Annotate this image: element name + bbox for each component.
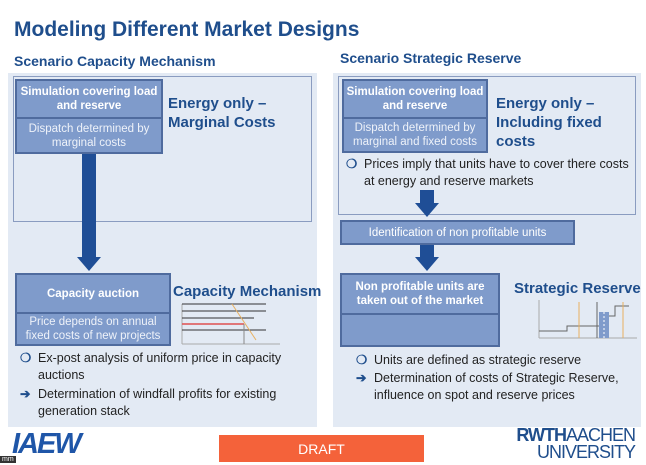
arrow-bullet-icon: ➔ (356, 371, 367, 385)
left-bullet-1: ❍ Ex-post analysis of uniform price in c… (20, 350, 310, 384)
rwth-logo: RWTHAACHEN UNIVERSITY (515, 425, 636, 462)
capacity-mechanism-diagram (181, 303, 280, 345)
capacity-auction-label: Capacity auction (17, 275, 169, 314)
right-dispatch-label: Dispatch determined by marginal and fixe… (352, 122, 477, 148)
circle-bullet-icon: ❍ (20, 351, 32, 365)
right-bullet-1: ❍ Units are defined as strategic reserve (356, 352, 641, 369)
draft-banner: DRAFT (219, 435, 424, 462)
strategic-reserve-diagram (538, 300, 637, 339)
empty-box-section (342, 315, 498, 345)
down-arrow-icon (77, 257, 101, 271)
right-nonprofitable-box: Non profitable units are taken out of th… (340, 273, 500, 347)
nonprofitable-label: Non profitable units are taken out of th… (342, 275, 498, 315)
bullet-text: Ex-post analysis of uniform price in cap… (38, 351, 282, 382)
circle-bullet-icon: ❍ (346, 157, 358, 171)
right-arrow-shaft-2 (420, 245, 434, 258)
bullet-text: Determination of windfall profits for ex… (38, 387, 277, 418)
university-text: UNIVERSITY (536, 442, 636, 462)
capacity-mechanism-label: Capacity Mechanism (173, 283, 322, 300)
right-simulation-label: Simulation covering load and reserve (344, 81, 486, 119)
left-arrow-shaft (82, 154, 96, 258)
left-capacity-box: Capacity auction Price depends on annual… (15, 273, 171, 346)
left-bullet-2: ➔ Determination of windfall profits for … (20, 386, 310, 420)
left-dispatch-label: Dispatch determined by marginal costs (28, 122, 150, 149)
left-scenario-heading: Scenario Capacity Mechanism (14, 53, 216, 69)
down-arrow-icon (415, 257, 439, 271)
right-bullet-top: ❍ Prices imply that units have to cover … (346, 156, 636, 190)
left-energy-frame (13, 76, 312, 222)
bullet-text: Units are defined as strategic reserve (374, 353, 582, 367)
arrow-bullet-icon: ➔ (20, 387, 31, 401)
right-energy-label: Energy only – Including fixed costs (496, 95, 602, 150)
right-simulation-box: Simulation covering load and reserve Dis… (342, 79, 488, 153)
right-arrow-shaft-1 (420, 190, 434, 204)
page-title: Modeling Different Market Designs (14, 18, 360, 41)
unit-label: mm (0, 456, 16, 463)
down-arrow-icon (415, 203, 439, 217)
iaew-logo: IAEW (12, 428, 82, 460)
rwth-text: RWTH (516, 425, 567, 445)
left-energy-label: Energy only – Marginal Costs (168, 95, 276, 131)
strategic-reserve-label: Strategic Reserve (514, 280, 641, 297)
bullet-text: Prices imply that units have to cover th… (364, 157, 629, 188)
right-bullet-2: ➔ Determination of costs of Strategic Re… (356, 370, 641, 404)
right-scenario-heading: Scenario Strategic Reserve (340, 50, 522, 66)
circle-bullet-icon: ❍ (356, 353, 368, 367)
left-simulation-box: Simulation covering load and reserve Dis… (15, 79, 163, 154)
identification-box: Identification of non profitable units (340, 220, 575, 245)
price-depends-label: Price depends on annual fixed costs of n… (25, 316, 161, 342)
left-simulation-label: Simulation covering load and reserve (17, 81, 161, 119)
aachen-text: AACHEN (565, 425, 636, 445)
right-energy-frame (338, 76, 636, 215)
bullet-text: Determination of costs of Strategic Rese… (374, 371, 619, 402)
